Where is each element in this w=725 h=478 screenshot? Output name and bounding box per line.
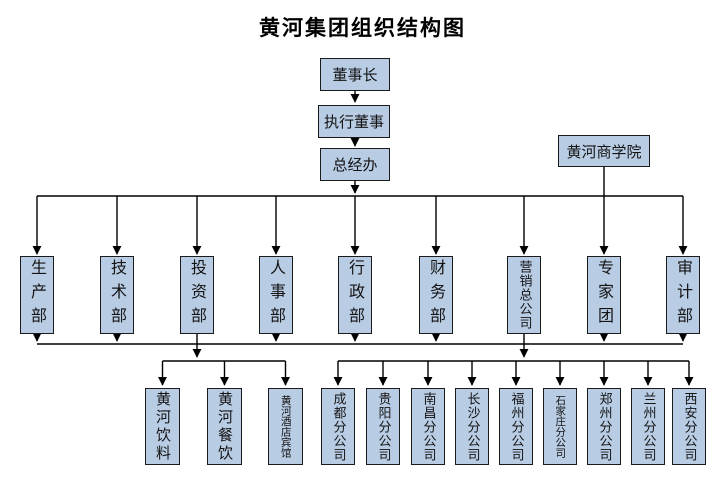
node-audit-dept: 审计部	[666, 256, 700, 334]
node-finance-dept: 财务部	[419, 256, 453, 334]
node-xian-branch: 西安分公司	[672, 388, 706, 465]
node-guiyang-branch: 贵阳分公司	[366, 388, 400, 465]
node-admin-dept: 行政部	[338, 256, 372, 334]
chart-title: 黄河集团组织结构图	[259, 16, 466, 40]
node-investment-dept: 投资部	[180, 256, 214, 334]
node-nanchang-branch: 南昌分公司	[411, 388, 445, 465]
node-fuzhou-branch: 福州分公司	[499, 388, 533, 465]
node-hotel-subsidiary: 黄河酒店宾馆	[268, 388, 303, 465]
node-general-office: 总经办	[320, 148, 390, 181]
node-beverage-subsidiary: 黄河饮料	[145, 388, 180, 465]
node-catering-subsidiary: 黄河餐饮	[207, 388, 242, 465]
node-business-school: 黄河商学院	[558, 135, 650, 167]
node-production-dept: 生产部	[20, 256, 54, 334]
node-changsha-branch: 长沙分公司	[455, 388, 489, 465]
node-hr-dept: 人事部	[259, 256, 293, 334]
node-marketing-company: 营销总公司	[507, 256, 541, 334]
node-executive-director: 执行董事	[318, 105, 390, 138]
node-zhengzhou-branch: 郑州分公司	[587, 388, 621, 465]
node-technology-dept: 技术部	[100, 256, 134, 334]
node-chengdu-branch: 成都分公司	[321, 388, 355, 465]
node-shijiazhuang-branch: 石家庄分公司	[543, 388, 577, 465]
node-chairman: 董事长	[320, 58, 390, 91]
node-expert-group: 专家团	[587, 256, 621, 334]
node-lanzhou-branch: 兰州分公司	[631, 388, 665, 465]
